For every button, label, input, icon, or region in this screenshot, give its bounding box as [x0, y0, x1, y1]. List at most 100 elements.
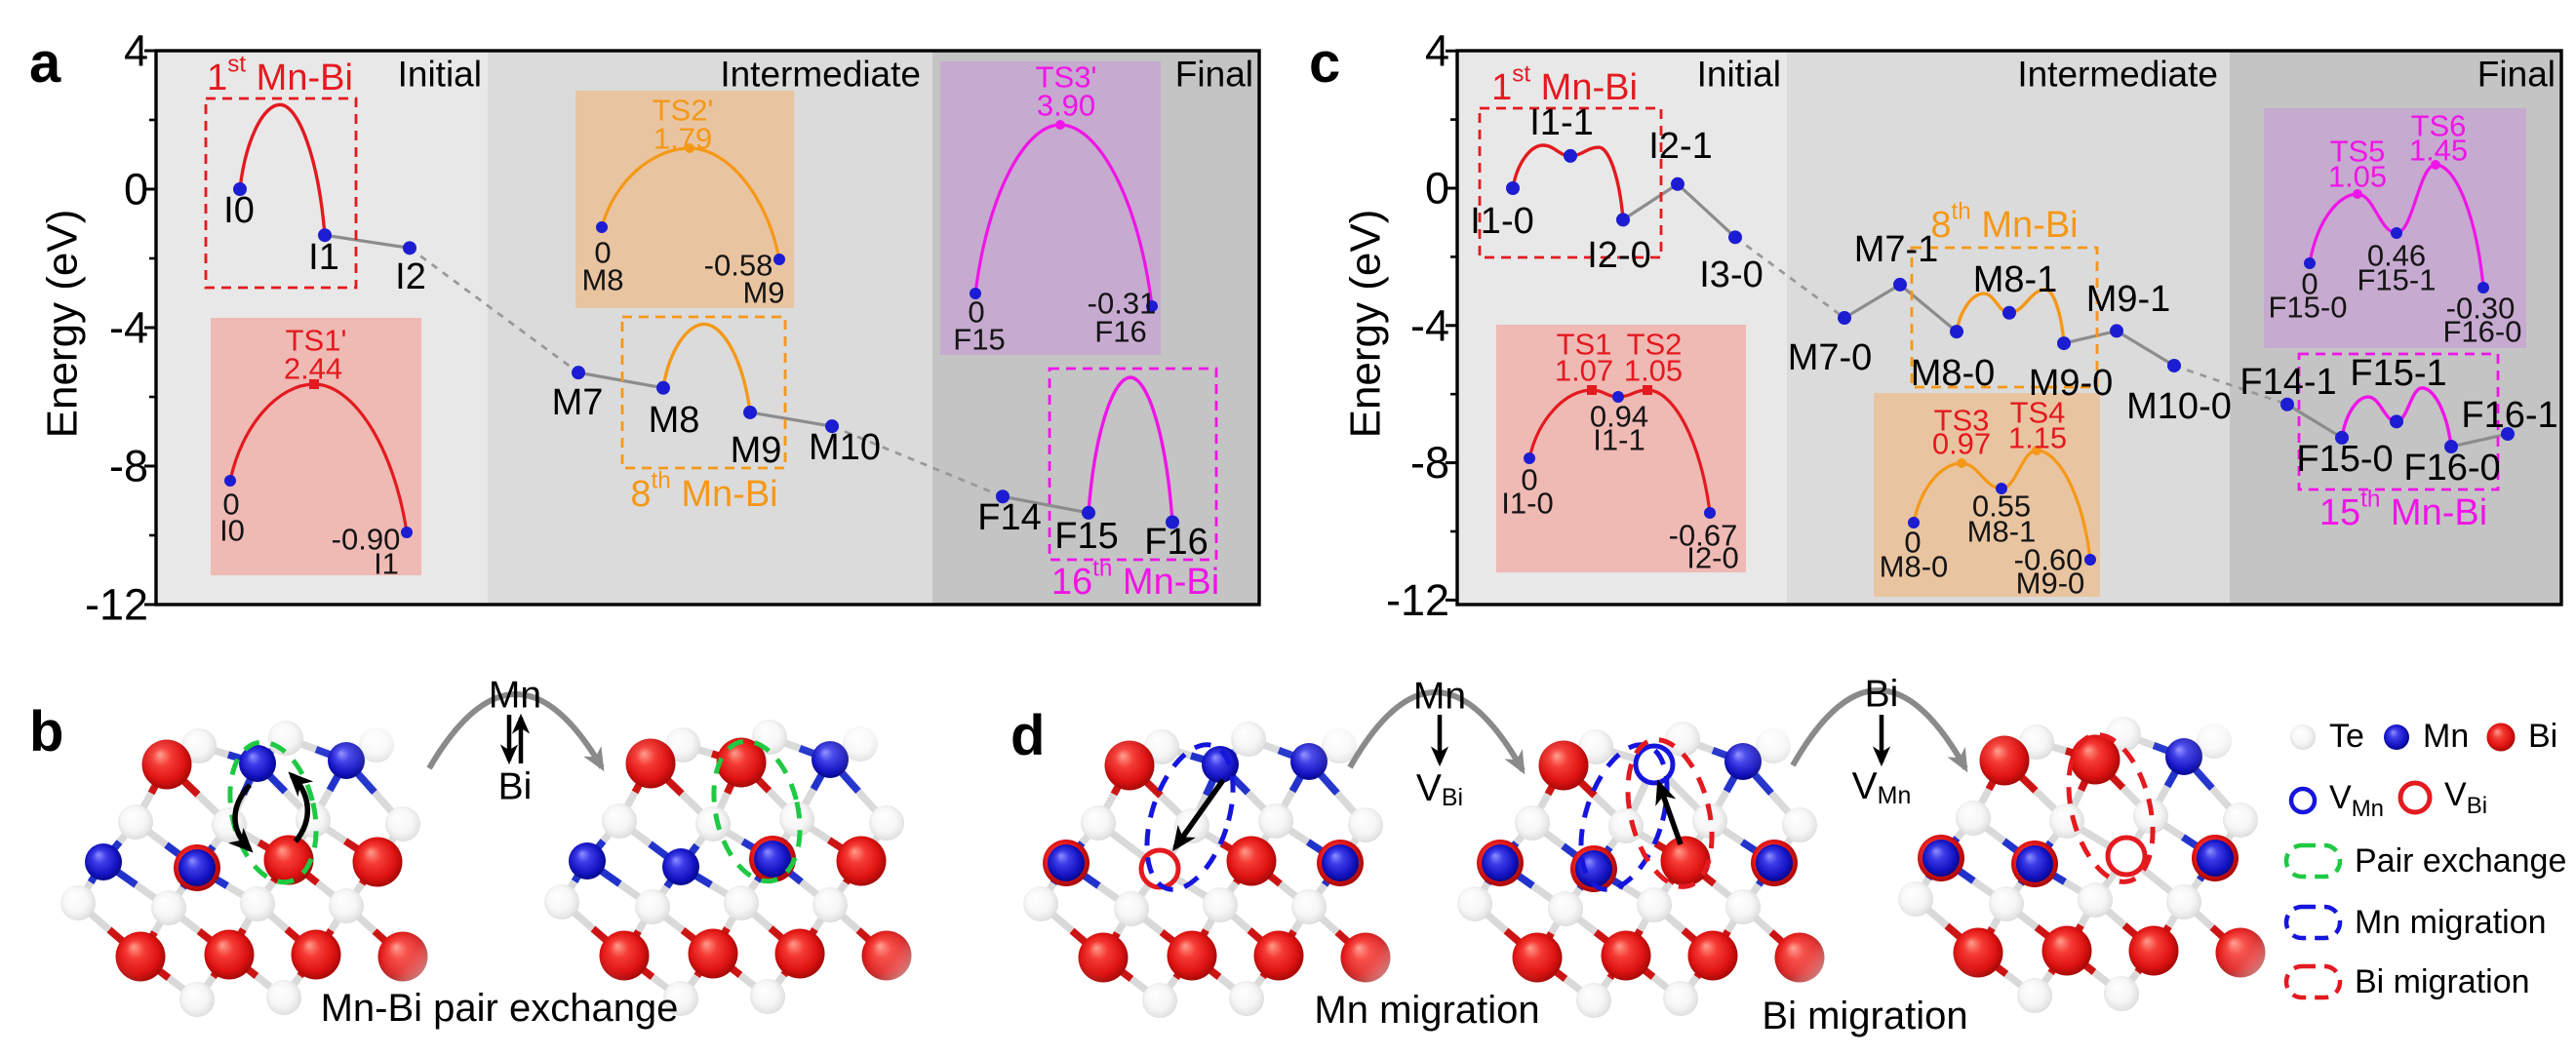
path-segment-solid — [324, 233, 411, 250]
structure-masked — [1457, 722, 1825, 1018]
panel-letter-a: a — [29, 31, 61, 95]
atom-bi — [1104, 740, 1155, 791]
inset-label: 0 — [2301, 267, 2318, 301]
inset-label: 0 — [968, 295, 984, 330]
inset-label: F15 — [953, 323, 1005, 357]
region-label-initial: Initial — [1697, 55, 1781, 95]
state-label-F15-0: F15-0 — [2296, 439, 2393, 480]
atom-te — [1081, 805, 1116, 841]
atom-te — [663, 981, 698, 1016]
state-point-F14 — [996, 489, 1010, 504]
atom-bi — [774, 928, 825, 979]
atom-mn-antisite — [754, 841, 791, 878]
inset-label: I1 — [374, 547, 399, 581]
state-label-I2: I2 — [395, 256, 426, 297]
inset-bg — [211, 318, 421, 575]
crystal-structure-d-2 — [1457, 722, 1825, 1018]
atom-mn — [328, 742, 365, 779]
text-run: 15 — [2319, 492, 2360, 533]
region-label-initial: Initial — [398, 55, 482, 95]
atom-te — [695, 806, 731, 841]
atom-te — [1023, 886, 1058, 921]
atom-te — [151, 890, 186, 925]
atom-te — [1348, 807, 1383, 842]
atom-te — [266, 980, 301, 1015]
region-label-final: Final — [1175, 55, 1253, 95]
inset-label: 0.46 — [2367, 239, 2426, 273]
state-label-M7-0: M7-0 — [1788, 337, 1873, 378]
y-tick-label: 0 — [1425, 164, 1449, 214]
inset-label: TS6 — [2411, 109, 2467, 143]
inset-label: TS5 — [2330, 135, 2386, 169]
atom-bi — [141, 739, 192, 790]
atom-mn-antisite — [1756, 844, 1793, 881]
atom-te — [2166, 884, 2201, 919]
region-label-intermediate: Intermediate — [720, 55, 921, 95]
legend-label-bi: Bi — [2528, 718, 2558, 755]
region-label-intermediate: Intermediate — [2017, 55, 2218, 95]
atom-te — [812, 887, 848, 922]
atom-te — [60, 885, 96, 920]
barrier-curve — [661, 322, 752, 413]
atom-bi — [2215, 927, 2266, 978]
superscript: th — [652, 467, 671, 493]
inset-state-point — [1908, 517, 1920, 528]
atom-te — [665, 727, 700, 763]
atom-bi — [1660, 836, 1711, 886]
atom-bi — [204, 929, 255, 980]
region-label-final: Final — [2477, 55, 2556, 95]
atom-te — [1142, 983, 1177, 1018]
atom-te — [843, 726, 878, 762]
y-tick-label: -12 — [85, 580, 148, 630]
state-point-I3-0 — [1728, 230, 1742, 245]
crystal-structure-b-left — [60, 721, 428, 1017]
text-run: 8 — [630, 474, 651, 515]
atom-te — [1665, 722, 1700, 757]
atom-bi — [2128, 925, 2179, 976]
inset-label: 1.15 — [2008, 421, 2067, 455]
atom-te — [1229, 981, 1264, 1016]
state-label-F16-1: F16-1 — [2461, 395, 2557, 436]
y-tick-label: -8 — [1410, 438, 1449, 488]
text-run: 1 — [1491, 67, 1512, 108]
superscript: th — [1952, 198, 1971, 224]
path-segment-solid — [2116, 330, 2175, 368]
caption-pair-exchange: Mn-Bi pair exchange — [320, 987, 679, 1030]
blue-dashed-stadium — [2283, 904, 2343, 941]
path-segment-solid — [2286, 403, 2343, 440]
inset-label: -0.60 — [2014, 543, 2083, 577]
atom-mn — [569, 842, 606, 880]
legend-label-mn: Mn — [2423, 718, 2470, 755]
inset-label: M8-1 — [1967, 515, 2037, 549]
atom-bi — [2070, 734, 2120, 785]
inset-label: TS3 — [1934, 404, 1990, 438]
state-label-I2-1: I2-1 — [1648, 126, 1712, 167]
y-tick-label: -4 — [109, 303, 148, 353]
state-point-I0 — [233, 182, 247, 196]
inset-label: 1.79 — [654, 122, 712, 156]
atom-te — [2223, 802, 2258, 838]
inset-label: 1.45 — [2409, 134, 2468, 168]
inset-label: 0 — [1904, 526, 1921, 560]
barrier-curve — [238, 102, 327, 236]
atom-mn-antisite — [1322, 844, 1359, 881]
inset-curve — [2308, 163, 2485, 289]
bi-atom-icon — [2486, 723, 2516, 751]
text-run: Mn-Bi — [2380, 492, 2487, 533]
inset-label: I1-0 — [1501, 487, 1553, 521]
axes-frame — [1455, 49, 2563, 606]
inset-label: -0.58 — [704, 249, 773, 283]
superscript: st — [227, 51, 246, 77]
atom-te — [724, 885, 759, 920]
bi-vacancy-ring — [2398, 780, 2433, 815]
atom-te — [1725, 889, 1761, 924]
atom-bi — [1253, 930, 1304, 981]
atom-te — [1322, 728, 1357, 763]
state-label-M9-1: M9-1 — [2086, 279, 2171, 320]
state-point-I1 — [318, 228, 332, 243]
atom-te — [1457, 886, 1492, 921]
red-dashed-ellipse — [1625, 737, 1715, 889]
state-point-M7-0 — [1838, 311, 1851, 326]
